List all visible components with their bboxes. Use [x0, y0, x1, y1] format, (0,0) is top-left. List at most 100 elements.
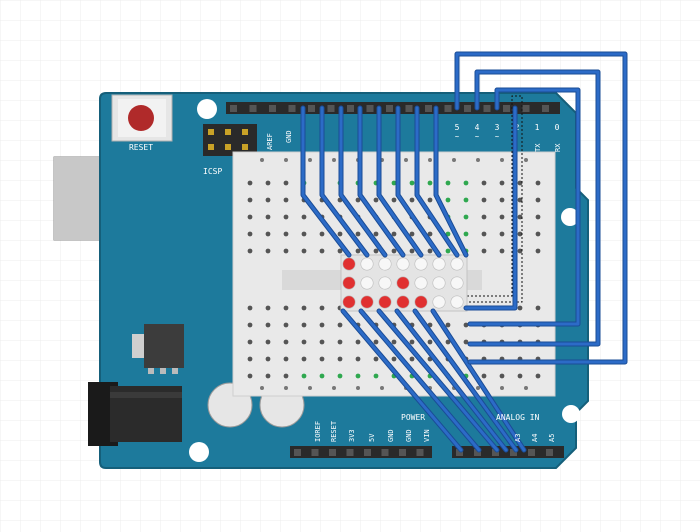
wire [320, 106, 369, 257]
breadboard-hole [517, 248, 523, 254]
breadboard-hole [337, 339, 343, 345]
ioref-label: IOREF [314, 421, 322, 442]
breadboard-hole [391, 339, 397, 345]
breadboard-hole [535, 373, 541, 379]
rail-hole [524, 386, 528, 390]
breadboard-hole [247, 248, 253, 254]
breadboard-hole [265, 373, 271, 379]
header-pin [546, 449, 553, 456]
header-pin [311, 449, 319, 456]
gnd-label: GND [285, 130, 293, 143]
3v3-label: 3V3 [348, 429, 356, 442]
breadboard-hole [265, 214, 271, 220]
breadboard-hole [409, 248, 415, 254]
icsp-pin [225, 144, 231, 150]
breadboard-hole [373, 248, 379, 254]
led-off [414, 257, 428, 271]
breadboard-hole [535, 231, 541, 237]
led-on [360, 295, 374, 309]
header-pin [329, 449, 336, 456]
breadboard-hole [373, 339, 379, 345]
wire [431, 309, 526, 452]
breadboard-hole [499, 214, 505, 220]
header-pin [288, 105, 296, 112]
breadboard-hole [535, 180, 541, 186]
led-off [360, 257, 374, 271]
breadboard-hole [319, 231, 325, 237]
breadboard-hole [337, 231, 343, 237]
wire [377, 309, 499, 452]
breadboard-hole [355, 231, 361, 237]
header-pin [483, 105, 491, 112]
breadboard-hole [283, 322, 289, 328]
header-pin [522, 105, 530, 112]
breadboard-hole [409, 356, 415, 362]
breadboard-hole [517, 305, 523, 311]
wire [455, 52, 627, 364]
pin-label-3: 3 [495, 123, 500, 132]
breadboard-hole [301, 356, 307, 362]
breadboard-hole [445, 197, 451, 203]
breadboard-hole [301, 248, 307, 254]
breadboard-hole [247, 356, 253, 362]
breadboard-hole [247, 180, 253, 186]
header-pin [249, 105, 257, 112]
pwm-mark: ~ [475, 133, 479, 141]
rail-hole [452, 158, 456, 162]
header-pin [444, 105, 452, 112]
wire [339, 106, 387, 257]
reset-button[interactable] [111, 94, 173, 142]
vin-label: VIN [423, 429, 431, 442]
breadboard-hole [481, 214, 487, 220]
breadboard-hole [301, 322, 307, 328]
led-on [414, 295, 428, 309]
breadboard-hole [409, 197, 415, 203]
led-off [360, 276, 374, 290]
breadboard-hole [337, 248, 343, 254]
breadboard-hole [319, 356, 325, 362]
led-on [396, 295, 410, 309]
pin-label-4: 4 [475, 123, 480, 132]
pin-label-1: 1 [535, 123, 540, 132]
led-off [396, 257, 410, 271]
led-off [378, 257, 392, 271]
breadboard-hole [265, 180, 271, 186]
breadboard-hole [463, 322, 469, 328]
header-pin [510, 449, 517, 456]
breadboard-hole [373, 373, 379, 379]
wires [300, 51, 628, 453]
breadboard-hole [445, 339, 451, 345]
mounting-hole [189, 442, 209, 462]
gnd-pin-label-2: GND [405, 429, 413, 442]
breadboard-hole [355, 373, 361, 379]
breadboard-hole [337, 322, 343, 328]
breadboard-hole [445, 180, 451, 186]
breadboard-hole [247, 339, 253, 345]
header-pin [364, 449, 371, 456]
breadboard-hole [499, 197, 505, 203]
wire [341, 309, 463, 452]
gnd-pin-label: GND [387, 429, 395, 442]
breadboard-hole [283, 356, 289, 362]
breadboard-hole [355, 197, 361, 203]
led-off [450, 276, 464, 290]
pin-label-0: 0 [555, 123, 560, 132]
breadboard-hole [517, 180, 523, 186]
breadboard-hole [517, 231, 523, 237]
a4-label: A4 [531, 434, 539, 442]
header-pin [381, 449, 389, 456]
wire [434, 106, 468, 257]
breadboard-hole [319, 248, 325, 254]
breadboard-hole [319, 373, 325, 379]
breadboard-hole [283, 231, 289, 237]
breadboard-hole [445, 248, 451, 254]
pwm-mark: ~ [455, 133, 459, 141]
breadboard-hole [319, 305, 325, 311]
aref-label: AREF [266, 133, 274, 150]
rail-hole [356, 386, 360, 390]
header-pin [347, 105, 354, 112]
rail-hole [500, 386, 504, 390]
rail-hole [260, 158, 264, 162]
breadboard-hole [265, 356, 271, 362]
breadboard-hole [265, 305, 271, 311]
